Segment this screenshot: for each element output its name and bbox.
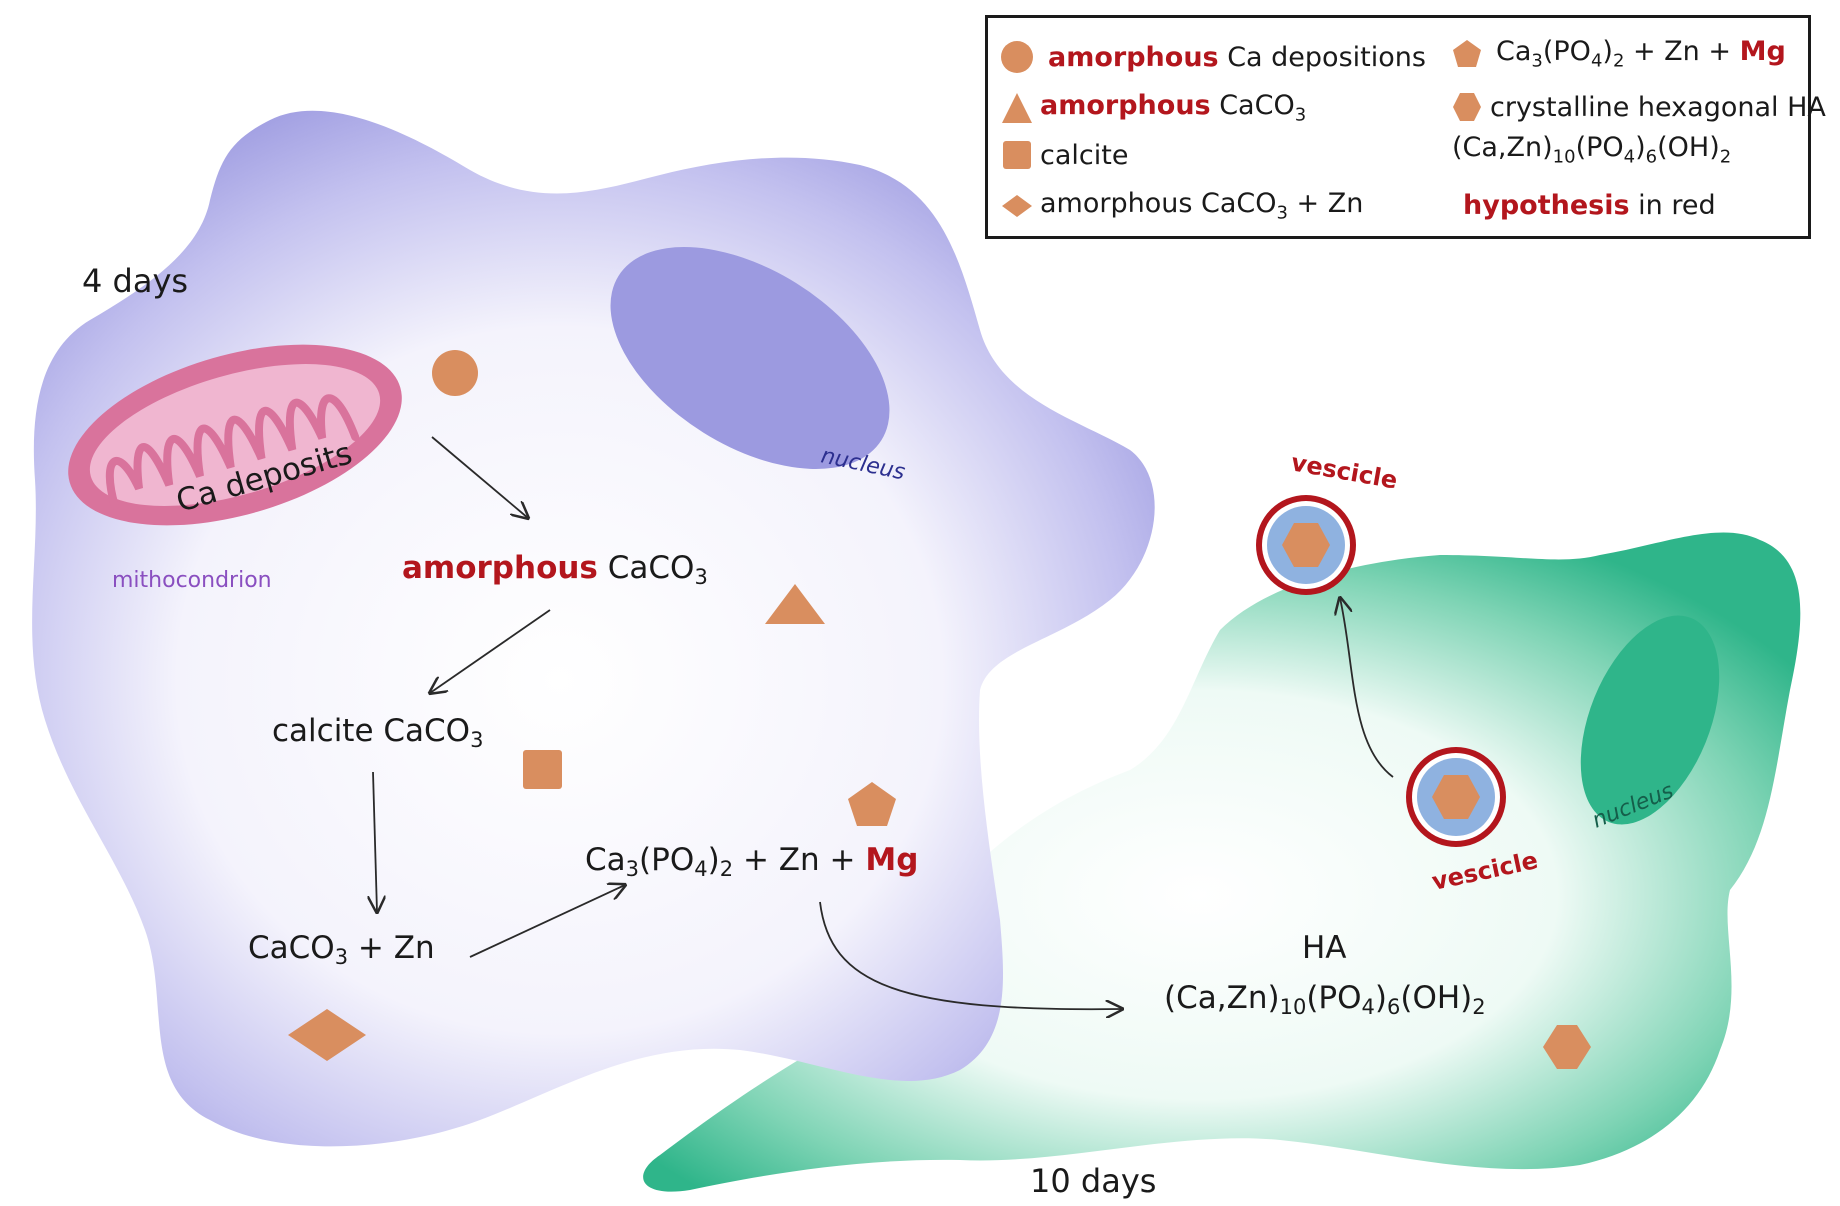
vesicle-top-label: vescicle	[1289, 448, 1400, 494]
diamond-shape	[288, 1009, 366, 1061]
legend: amorphous Ca depositions amorphous CaCO3…	[985, 15, 1826, 239]
caco3-zn-label: CaCO3 + Zn	[248, 930, 435, 969]
pentagon-shape	[1453, 39, 1481, 67]
arrow	[819, 901, 1122, 1009]
square-shape	[523, 750, 562, 789]
legend-item-ha-formula: (Ca,Zn)10(PO4)6(OH)2	[1452, 132, 1732, 168]
legend-item-caco3-zn: amorphous CaCO3 + Zn	[1000, 188, 1363, 223]
ha-formula-label: (Ca,Zn)10(PO4)6(OH)2	[1164, 980, 1486, 1019]
arrow	[430, 609, 551, 693]
arrow	[469, 885, 625, 958]
hexagon-shape	[1453, 93, 1481, 121]
arrow	[373, 771, 377, 912]
pentagon-shape	[848, 782, 896, 826]
vesicle-bottom	[1406, 747, 1506, 847]
mitochondrion	[68, 344, 402, 526]
triangle-shape	[765, 584, 825, 624]
legend-item-amorphous-caco3: amorphous CaCO3	[1000, 90, 1306, 125]
triangle-shape	[1002, 92, 1032, 123]
day10-label: 10 days	[1030, 1162, 1157, 1200]
ha-title-label: HA	[1302, 930, 1347, 966]
legend-item-hypothesis: hypothesis in red	[1463, 190, 1716, 221]
hexagon-shape	[1543, 1025, 1591, 1069]
arrow	[1340, 598, 1394, 778]
nucleus-left	[610, 247, 890, 469]
vesicle-top	[1256, 495, 1356, 595]
circle-shape	[432, 350, 478, 396]
arrow	[431, 436, 528, 518]
mitochondrion-label: mithocondrion	[112, 568, 272, 593]
day4-label: 4 days	[82, 262, 189, 300]
cell-left-body	[32, 110, 1155, 1147]
calcite-caco3-label: calcite CaCO3	[272, 713, 483, 752]
square-shape	[1003, 141, 1031, 169]
calcium-phosphate-label: Ca3(PO4)2 + Zn + Mg	[585, 842, 918, 881]
legend-item-hexagonal-ha: crystalline hexagonal HA	[1450, 90, 1826, 124]
legend-item-calcite: calcite	[1000, 138, 1128, 172]
legend-item-amorphous-ca: amorphous Ca depositions	[1000, 40, 1426, 74]
circle-shape	[1001, 41, 1033, 73]
legend-item-calcium-phosphate: Ca3(PO4)2 + Zn + Mg	[1450, 36, 1786, 71]
amorphous-caco3-label: amorphous CaCO3	[402, 550, 708, 589]
diamond-shape	[1002, 194, 1032, 217]
nucleus-right	[1580, 615, 1720, 825]
